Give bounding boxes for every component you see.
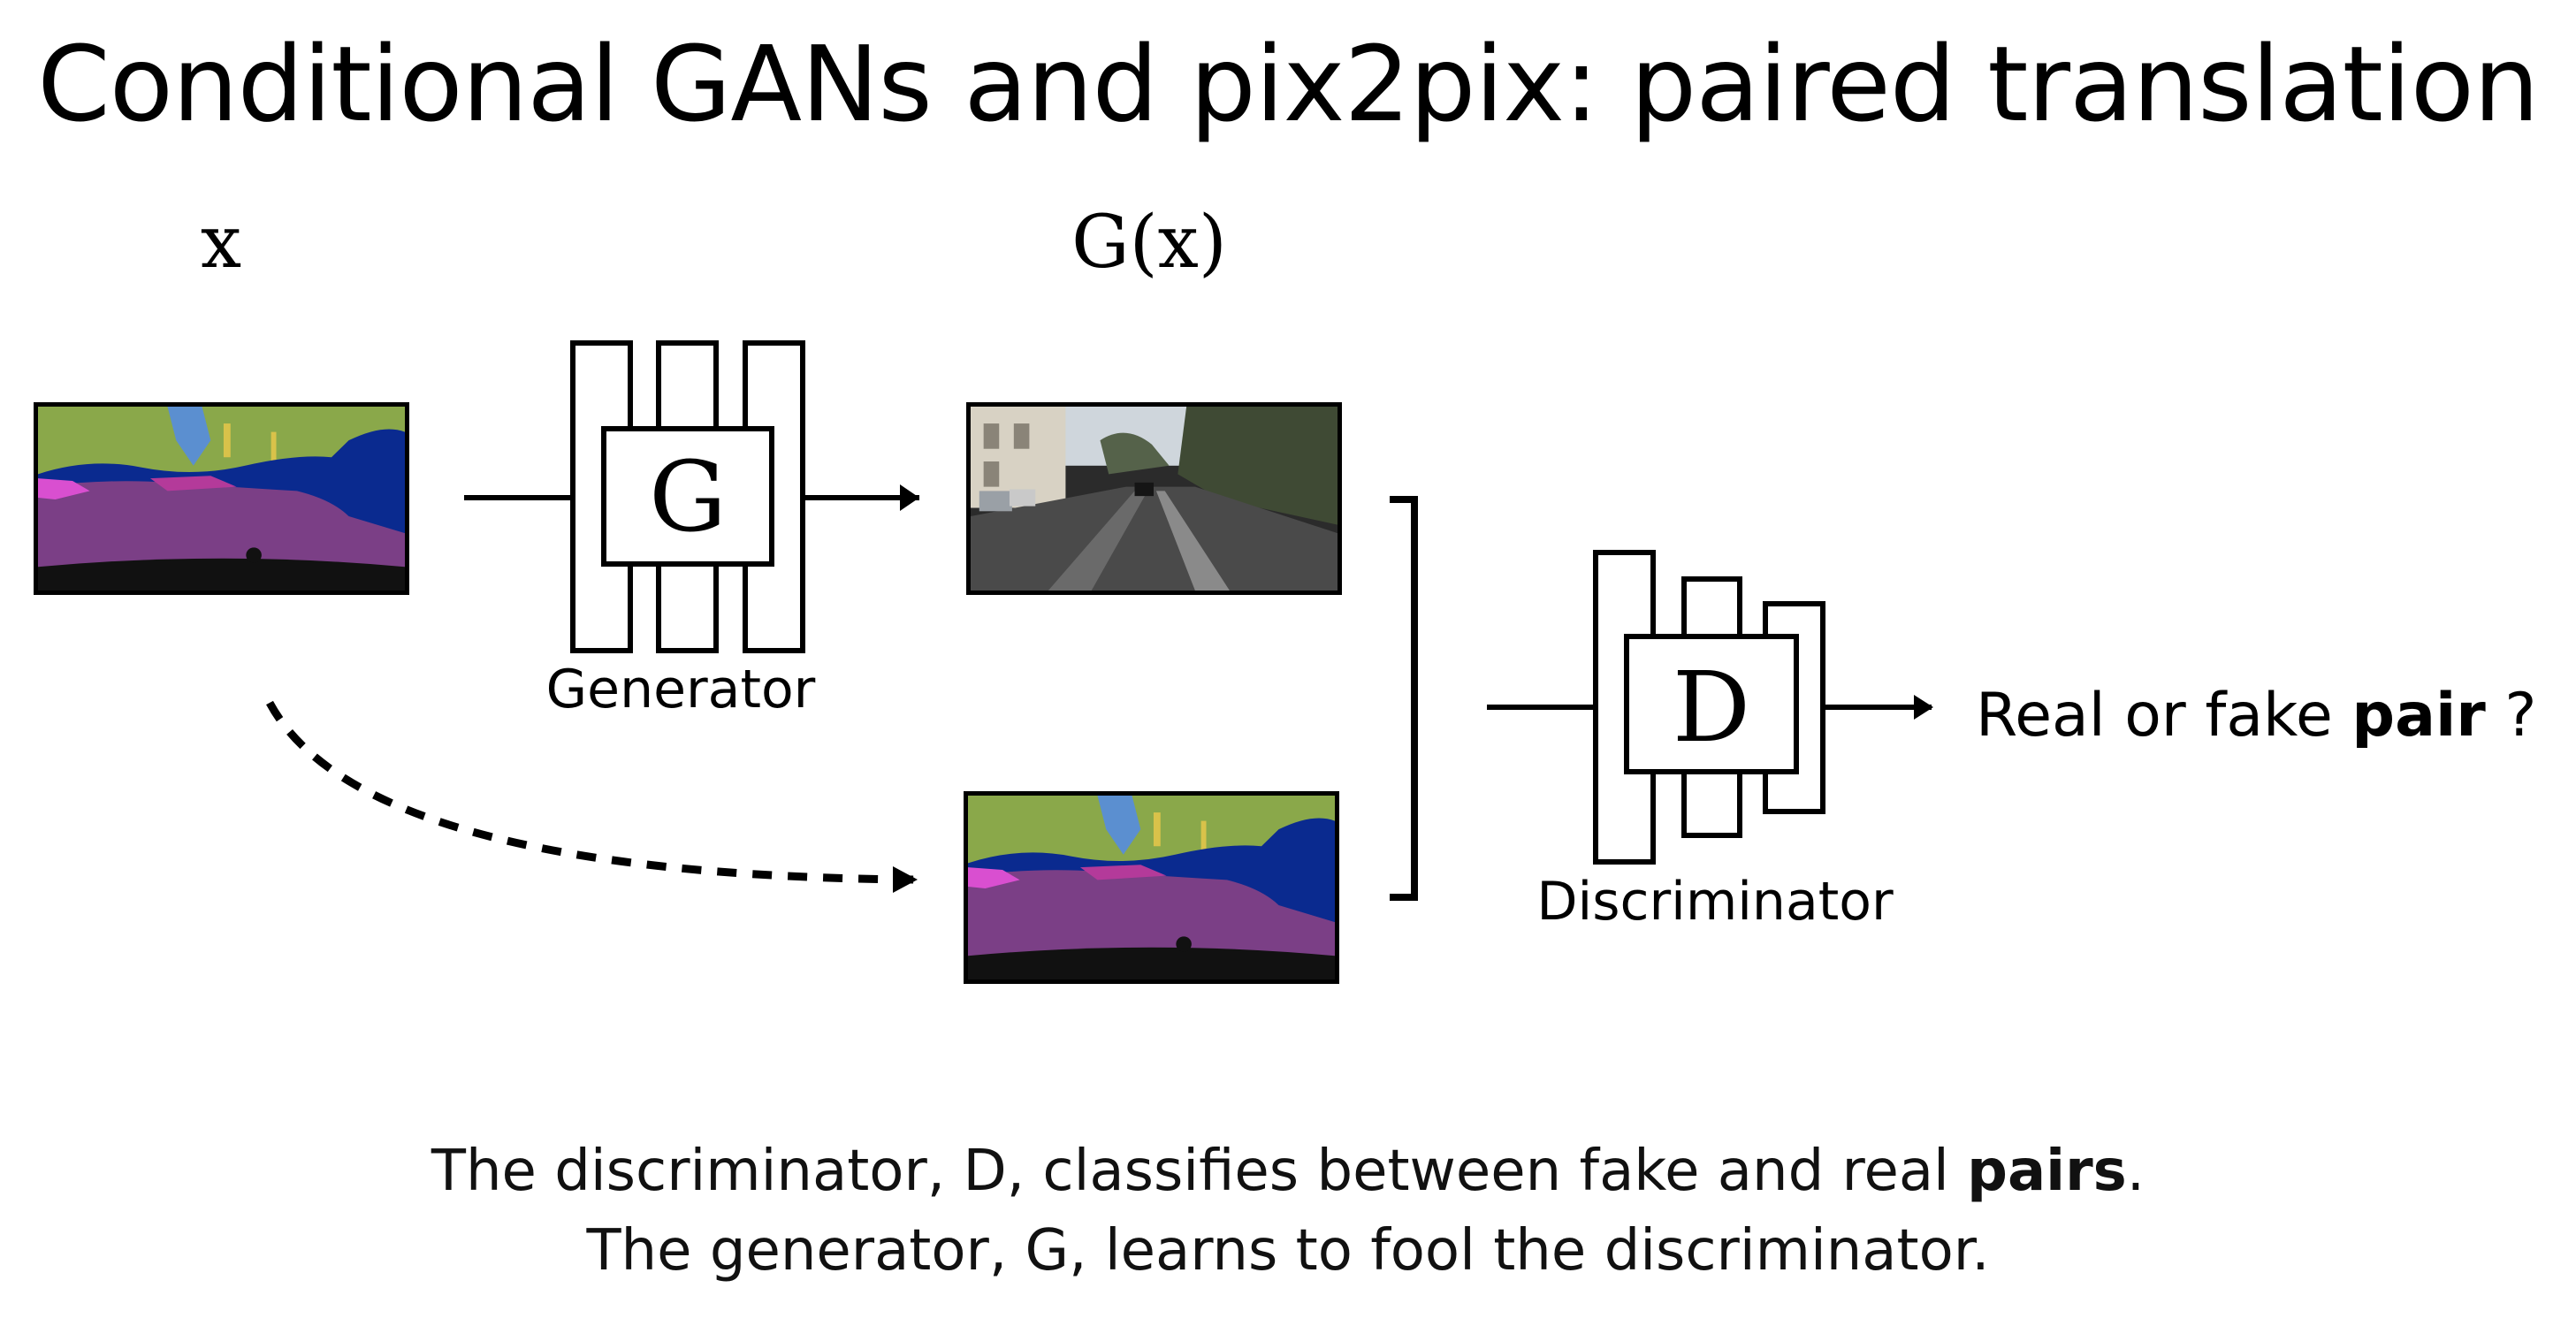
footer-line-1-suffix: . (2126, 1139, 2145, 1204)
footer-line-2: The generator, G, learns to fool the dis… (586, 1218, 1990, 1284)
input-segmentation-image-copy (964, 791, 1339, 984)
footer-line-1-prefix: The discriminator, D, classifies between… (431, 1139, 1968, 1204)
condition-dashed-arrow (266, 700, 916, 884)
discriminator-block (1593, 550, 1825, 865)
real-or-fake-label: Real or fake pair ? (1976, 681, 2537, 751)
footer-line-1-emphasis: pairs (1967, 1139, 2127, 1204)
generated-photo-image (966, 402, 1342, 595)
real-or-fake-prefix: Real or fake (1976, 681, 2352, 751)
discriminator-block-letter: D (1673, 651, 1750, 764)
generator-caption: Generator (545, 659, 816, 720)
generated-output-label: G(x) (1071, 201, 1227, 285)
real-or-fake-suffix: ? (2485, 681, 2537, 751)
slide-title: Conditional GANs and pix2pix: paired tra… (37, 23, 2539, 145)
footer-line-1: The discriminator, D, classifies between… (0, 1136, 2576, 1207)
real-or-fake-emphasis: pair (2351, 681, 2486, 751)
pair-bracket (1390, 496, 1418, 901)
input-segmentation-image (34, 402, 409, 595)
discriminator-caption: Discriminator (1536, 871, 1894, 933)
generator-block (570, 340, 805, 653)
generator-block-letter: G (649, 440, 727, 553)
input-label: x (200, 201, 242, 285)
